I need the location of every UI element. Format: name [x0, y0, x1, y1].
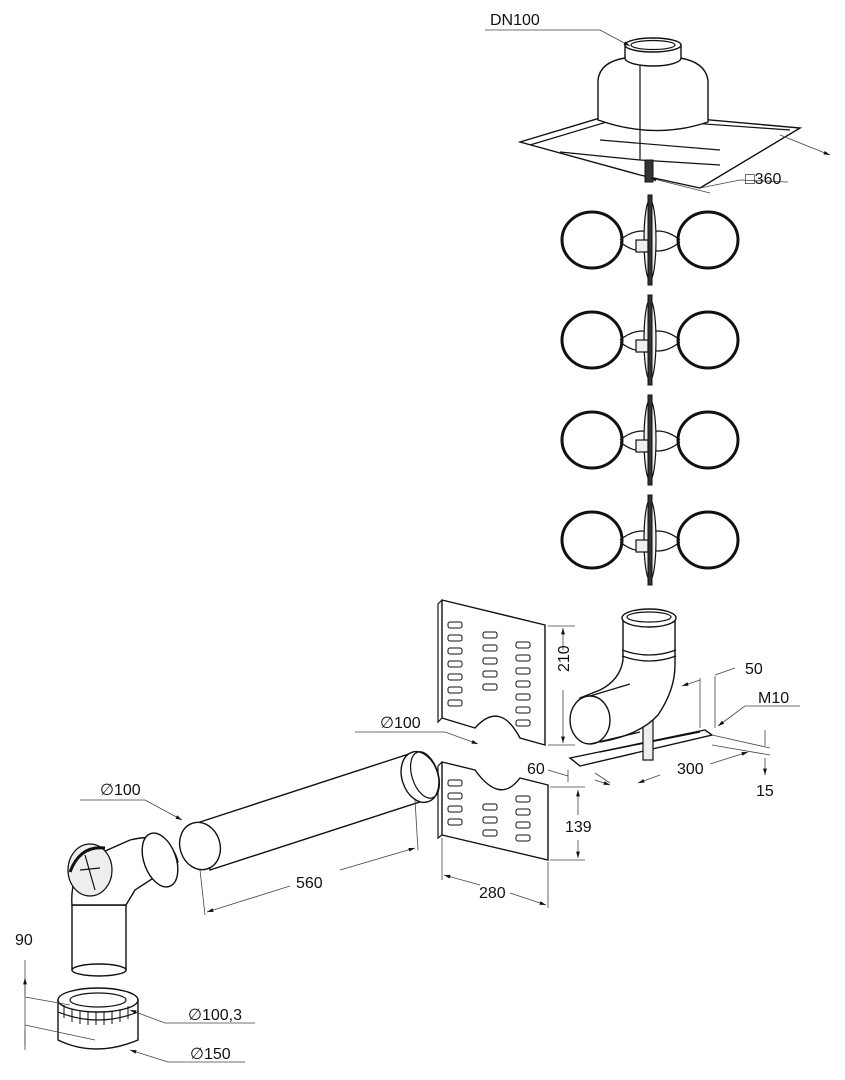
label-dia-150: ∅150 — [190, 1046, 231, 1063]
label-280: 280 — [479, 885, 506, 902]
label-90: 90 — [15, 932, 33, 949]
label-dia-100-upper: ∅100 — [380, 715, 421, 732]
label-dia-100-left: ∅100 — [100, 782, 141, 799]
straight-pipe-560 — [178, 750, 441, 871]
wall-grill-upper — [437, 599, 546, 746]
roof-flashing-dn100 — [517, 37, 803, 189]
dimension-lines — [25, 29, 831, 1063]
label-square-360: □360 — [745, 171, 781, 188]
pipe-clamp — [560, 293, 740, 387]
label-m10: M10 — [758, 690, 789, 707]
pipe-clamp — [560, 193, 740, 287]
wall-grill-lower — [437, 761, 549, 861]
bracket-elbow — [568, 608, 714, 767]
elbow-with-flap — [67, 832, 179, 977]
label-300: 300 — [677, 761, 704, 778]
label-60: 60 — [527, 761, 545, 778]
label-210: 210 — [556, 645, 573, 672]
pipe-clamp — [560, 393, 740, 487]
label-139: 139 — [565, 819, 592, 836]
label-15: 15 — [756, 783, 774, 800]
label-dia-100-3: ∅100,3 — [188, 1007, 242, 1024]
wall-sleeve-ring — [57, 987, 139, 1050]
label-dn100: DN100 — [490, 12, 540, 29]
pipe-clamp — [560, 493, 740, 587]
label-560: 560 — [296, 875, 323, 892]
label-50: 50 — [745, 661, 763, 678]
